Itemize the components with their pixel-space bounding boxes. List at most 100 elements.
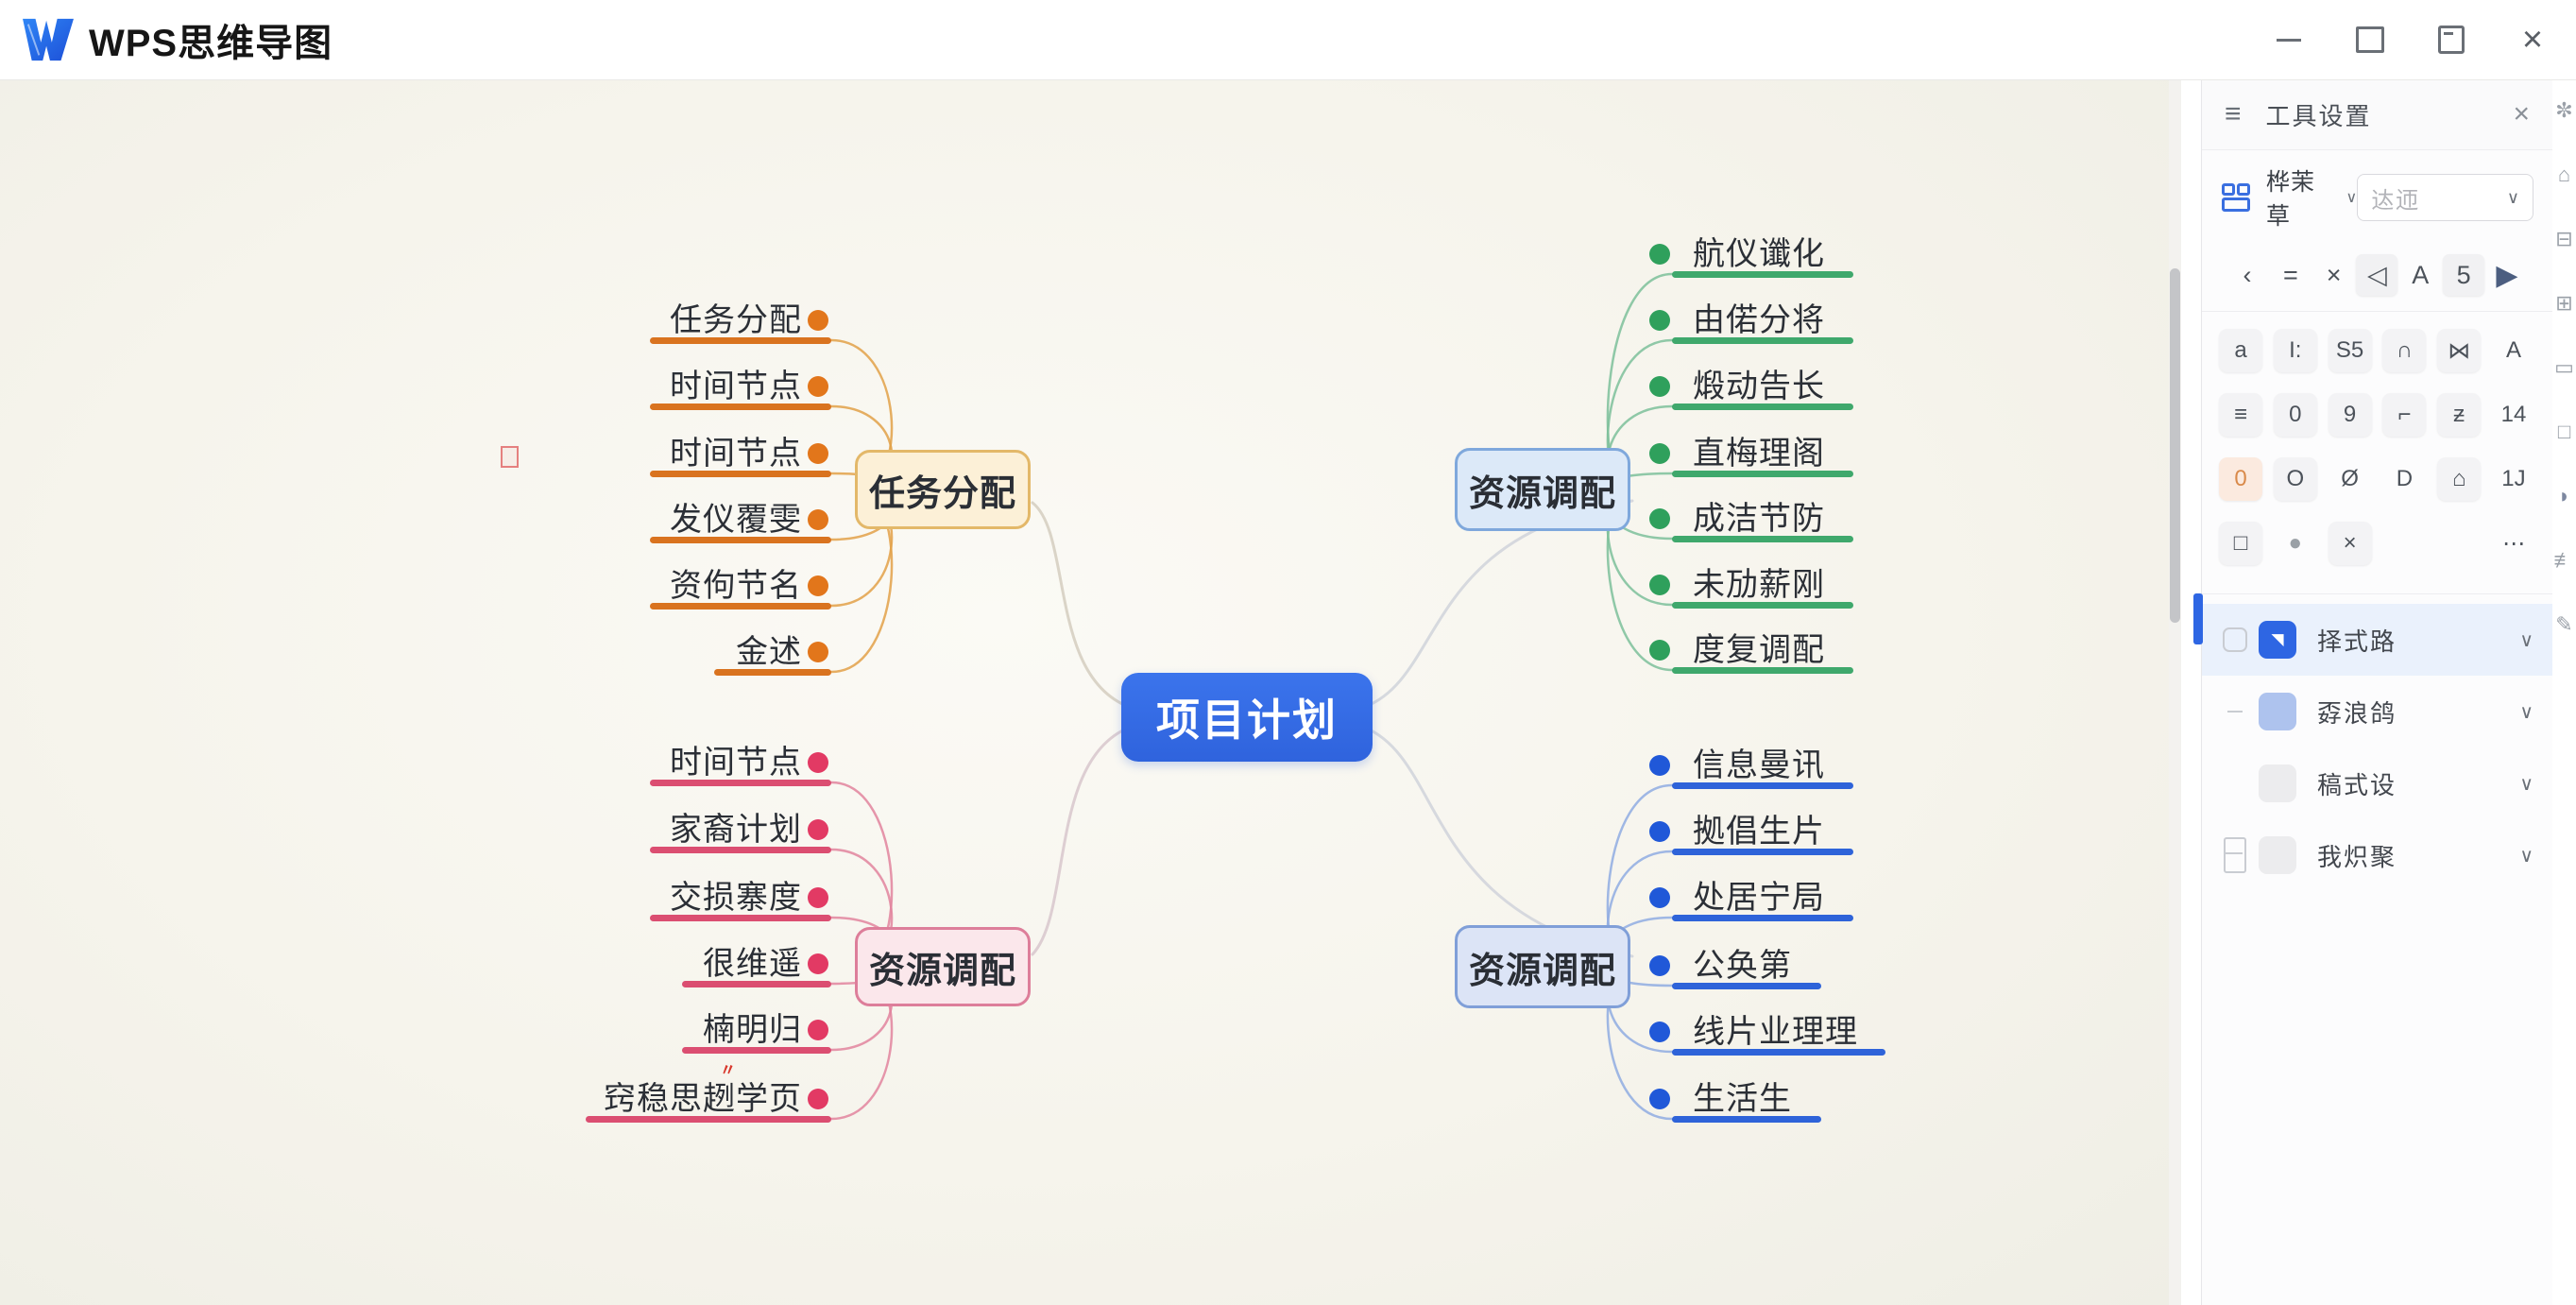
leaf-node-bottom_right-2[interactable]: 拠倡生片	[1693, 814, 1825, 850]
leaf-dot[interactable]	[808, 887, 828, 908]
tool-button-r3c2[interactable]: O	[2273, 457, 2317, 501]
leaf-node-top_right-6[interactable]: 未劢薪刚	[1693, 567, 1825, 603]
close-button[interactable]: ×	[2521, 20, 2544, 60]
leaf-node-bottom_right-1[interactable]: 信息曼讯	[1693, 747, 1825, 783]
leaf-node-top_right-4[interactable]: 直梅理阁	[1693, 436, 1825, 472]
tool-button-r4c6[interactable]: ⋯	[2501, 530, 2525, 557]
tool-button-r3c3[interactable]: Ø	[2341, 466, 2359, 491]
grid-icon[interactable]: ≢	[2553, 548, 2575, 572]
tool-button-r2c2[interactable]: 0	[2273, 393, 2317, 437]
style-row-4[interactable]: 我炽聚∨	[2202, 819, 2552, 891]
layout-dropdown[interactable]: 迏迊 ∨	[2357, 174, 2533, 221]
leaf-node-top_left-1[interactable]: 任务分配	[670, 302, 802, 338]
minimize-button[interactable]	[2270, 21, 2308, 59]
tool-button-r3c1[interactable]: 0	[2219, 457, 2262, 501]
leaf-node-bottom_right-6[interactable]: 生活生	[1693, 1081, 1792, 1117]
nav-button-2[interactable]: =	[2282, 260, 2298, 289]
leaf-dot[interactable]	[1649, 1089, 1670, 1109]
branch-node-top-right[interactable]: 资源调配	[1455, 448, 1630, 531]
scrollbar-thumb[interactable]	[2170, 268, 2180, 623]
edit-note-icon[interactable]: ✎	[2555, 612, 2573, 636]
panel-side-tab[interactable]	[2193, 593, 2203, 644]
leaf-dot[interactable]	[808, 953, 828, 974]
tool-button-r1c5[interactable]: ⋈	[2437, 329, 2482, 372]
leaf-dot[interactable]	[1649, 310, 1670, 331]
leaf-dot[interactable]	[1649, 755, 1670, 776]
tool-button-r2c4[interactable]: ⌐	[2382, 393, 2427, 437]
leaf-node-bottom_left-6[interactable]: 窍稳思趔学页	[604, 1081, 802, 1117]
leaf-dot[interactable]	[1649, 443, 1670, 464]
tool-button-r2c5[interactable]: ƶ	[2437, 393, 2482, 437]
copy-icon[interactable]: ⊞	[2555, 291, 2573, 315]
leaf-node-bottom_left-4[interactable]: 很维遥	[703, 946, 802, 982]
center-node[interactable]: 项目计划	[1121, 673, 1373, 762]
leaf-dot[interactable]	[808, 310, 828, 331]
nav-button-3[interactable]: ×	[2326, 260, 2342, 289]
leaf-node-top_right-1[interactable]: 航仪谶化	[1693, 236, 1825, 272]
tool-button-r2c3[interactable]: 9	[2328, 393, 2372, 437]
style-row-checkbox[interactable]	[2221, 837, 2249, 873]
leaf-node-top_left-3[interactable]: 时间节点	[670, 436, 802, 472]
leaf-dot[interactable]	[1649, 244, 1670, 265]
leaf-dot[interactable]	[808, 1020, 828, 1040]
structure-label[interactable]: 桦茉草	[2266, 169, 2316, 230]
chevron-down-icon[interactable]: ∨	[2519, 629, 2533, 651]
nav-button-1[interactable]: ‹	[2243, 260, 2252, 289]
panel-close-icon[interactable]: ×	[2513, 98, 2530, 129]
leaf-node-top_right-3[interactable]: 煅动告长	[1693, 369, 1825, 404]
nav-button-5[interactable]: A	[2412, 260, 2430, 289]
leaf-node-bottom_left-2[interactable]: 家裔计划	[670, 812, 802, 848]
leaf-dot[interactable]	[808, 575, 828, 596]
tool-button-r2c1[interactable]: ≡	[2219, 393, 2262, 437]
style-swatch[interactable]	[2259, 693, 2296, 730]
leaf-node-top_left-4[interactable]: 发仪覆雯	[670, 502, 802, 538]
leaf-dot[interactable]	[808, 1089, 828, 1109]
tool-button-r4c3[interactable]: ×	[2328, 522, 2372, 565]
chevron-down-icon[interactable]: ∨	[2519, 773, 2533, 795]
leaf-node-bottom_left-5[interactable]: 楠明归	[703, 1012, 802, 1048]
leaf-node-top_left-5[interactable]: 资佝节名	[670, 568, 802, 604]
tool-button-r4c2[interactable]: ●	[2288, 530, 2303, 556]
leaf-node-top_right-2[interactable]: 由偌分将	[1693, 302, 1825, 338]
frame-icon[interactable]: □	[2557, 420, 2571, 443]
chevron-down-icon[interactable]: ∨	[2519, 845, 2533, 867]
structure-icon[interactable]	[2221, 183, 2250, 212]
tool-button-r1c1[interactable]: a	[2219, 329, 2262, 372]
style-swatch[interactable]	[2259, 764, 2296, 802]
archive-icon[interactable]: ⊟	[2555, 227, 2573, 250]
leaf-dot[interactable]	[808, 642, 828, 662]
leaf-node-bottom_right-4[interactable]: 公奂第	[1693, 948, 1792, 984]
tool-button-r1c3[interactable]: S5	[2328, 329, 2372, 372]
leaf-node-bottom_left-3[interactable]: 交损寨度	[670, 880, 802, 916]
restore-down-button[interactable]	[2432, 21, 2470, 59]
leaf-dot[interactable]	[808, 443, 828, 464]
leaf-dot[interactable]	[1649, 575, 1670, 595]
tool-button-r2c6[interactable]: 14	[2500, 402, 2527, 427]
nav-button-4[interactable]: ◁	[2356, 254, 2398, 296]
chevron-down-icon[interactable]: ∨	[2519, 701, 2533, 723]
mindmap-canvas[interactable]	[0, 79, 2173, 1305]
nav-button-7[interactable]: ▶	[2496, 259, 2518, 291]
nav-button-6[interactable]: 5	[2443, 254, 2485, 296]
style-swatch[interactable]	[2259, 836, 2296, 874]
style-row-1[interactable]: ◥择式路∨	[2202, 604, 2552, 676]
leaf-dot[interactable]	[1649, 821, 1670, 842]
leaf-node-top_left-2[interactable]: 时间节点	[670, 369, 802, 404]
leaf-dot[interactable]	[808, 509, 828, 530]
leaf-node-bottom_right-3[interactable]: 处居宁局	[1693, 880, 1825, 916]
branch-node-bottom-left[interactable]: 资源调配	[855, 927, 1031, 1006]
maximize-button[interactable]	[2351, 21, 2389, 59]
leaf-dot[interactable]	[1649, 376, 1670, 397]
style-row-checkbox[interactable]	[2221, 627, 2249, 652]
leaf-dot[interactable]	[1649, 508, 1670, 529]
leaf-dot[interactable]	[808, 819, 828, 840]
leaf-dot[interactable]	[808, 752, 828, 773]
style-row-3[interactable]: 稿式设∨	[2202, 747, 2552, 819]
tool-button-r3c5[interactable]: ⌂	[2437, 457, 2482, 501]
style-row-checkbox[interactable]	[2221, 711, 2249, 713]
tool-button-r1c6[interactable]: A	[2505, 337, 2521, 363]
style-swatch[interactable]: ◥	[2259, 621, 2296, 659]
hamburger-icon[interactable]: ≡	[2225, 98, 2242, 129]
branch-node-bottom-right[interactable]: 资源调配	[1455, 925, 1630, 1008]
branch-node-top-left[interactable]: 任务分配	[855, 450, 1031, 529]
